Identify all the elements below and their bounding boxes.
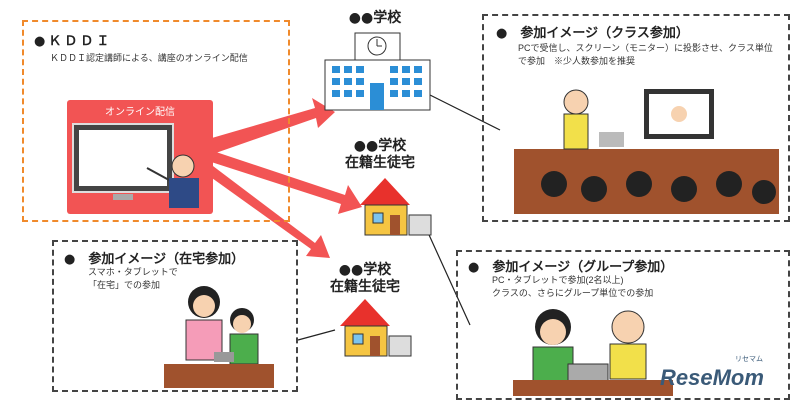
home-desc-2: 「在宅」での参加 — [88, 280, 161, 290]
arrow-to-home1 — [205, 150, 362, 214]
teacher-monitor-illustration — [72, 123, 199, 208]
home-participation-box: ● 参加イメージ（在宅参加） スマホ・タブレットで 「在宅」での参加 — [52, 240, 298, 392]
delivery-arrows — [198, 98, 362, 258]
school-label: ●●学校 — [348, 10, 402, 26]
home2-label-line1: ●●学校 — [338, 262, 392, 278]
class-title: ● 参加イメージ（クラス参加） — [496, 26, 689, 41]
home1-label: ●●学校 在籍生徒宅 — [335, 138, 425, 172]
logo-subtext: リセマム — [735, 356, 763, 363]
kddi-desc: ＫＤＤＩ認定講師による、講座のオンライン配信 — [50, 53, 248, 63]
home1-label-line2: 在籍生徒宅 — [345, 155, 415, 171]
home2-label: ●●学校 在籍生徒宅 — [320, 262, 410, 296]
arrow-to-school — [205, 98, 335, 155]
class-participation-box: ● 参加イメージ（クラス参加） PCで受信し、スクリーン（モニター）に投影させ、… — [482, 14, 790, 222]
house-icon — [360, 178, 432, 236]
class-desc-2: で参加 ※少人数参加を推奨 — [518, 56, 636, 66]
class-desc-1: PCで受信し、スクリーン（モニター）に投影させ、クラス単位 — [518, 43, 773, 53]
kddi-box: ●ＫＤＤＩ ＫＤＤＩ認定講師による、講座のオンライン配信 オンライン配信 — [22, 20, 290, 222]
home-title: ● 参加イメージ（在宅参加） — [64, 252, 245, 267]
classroom-illustration — [514, 89, 779, 214]
group-participation-box: ● 参加イメージ（グループ参加） PC・タブレットで参加(2名以上) クラスの、… — [456, 250, 790, 400]
home-desc-1: スマホ・タブレットで — [88, 267, 178, 277]
online-delivery-panel: オンライン配信 — [67, 100, 213, 214]
panel-label: オンライン配信 — [105, 107, 175, 118]
kddi-title: ●ＫＤＤＩ — [34, 34, 113, 49]
group-title: ● 参加イメージ（グループ参加） — [468, 260, 674, 275]
resemom-logo: ReseMom — [660, 366, 764, 390]
logo-text: ReseMom — [660, 365, 764, 390]
line-school-to-class — [429, 94, 501, 131]
home2-label-line2: 在籍生徒宅 — [330, 279, 400, 295]
line-home-to-homebox — [297, 329, 336, 341]
arrow-to-home2 — [198, 160, 330, 258]
group-desc-1: PC・タブレットで参加(2名以上) — [492, 275, 624, 285]
group-desc-2: クラスの、さらにグループ単位での参加 — [492, 288, 654, 298]
house-icon — [340, 299, 412, 357]
school-building-icon — [324, 32, 431, 111]
home1-label-line1: ●●学校 — [353, 138, 407, 154]
home-study-illustration — [164, 286, 274, 388]
group-study-illustration — [513, 309, 673, 396]
